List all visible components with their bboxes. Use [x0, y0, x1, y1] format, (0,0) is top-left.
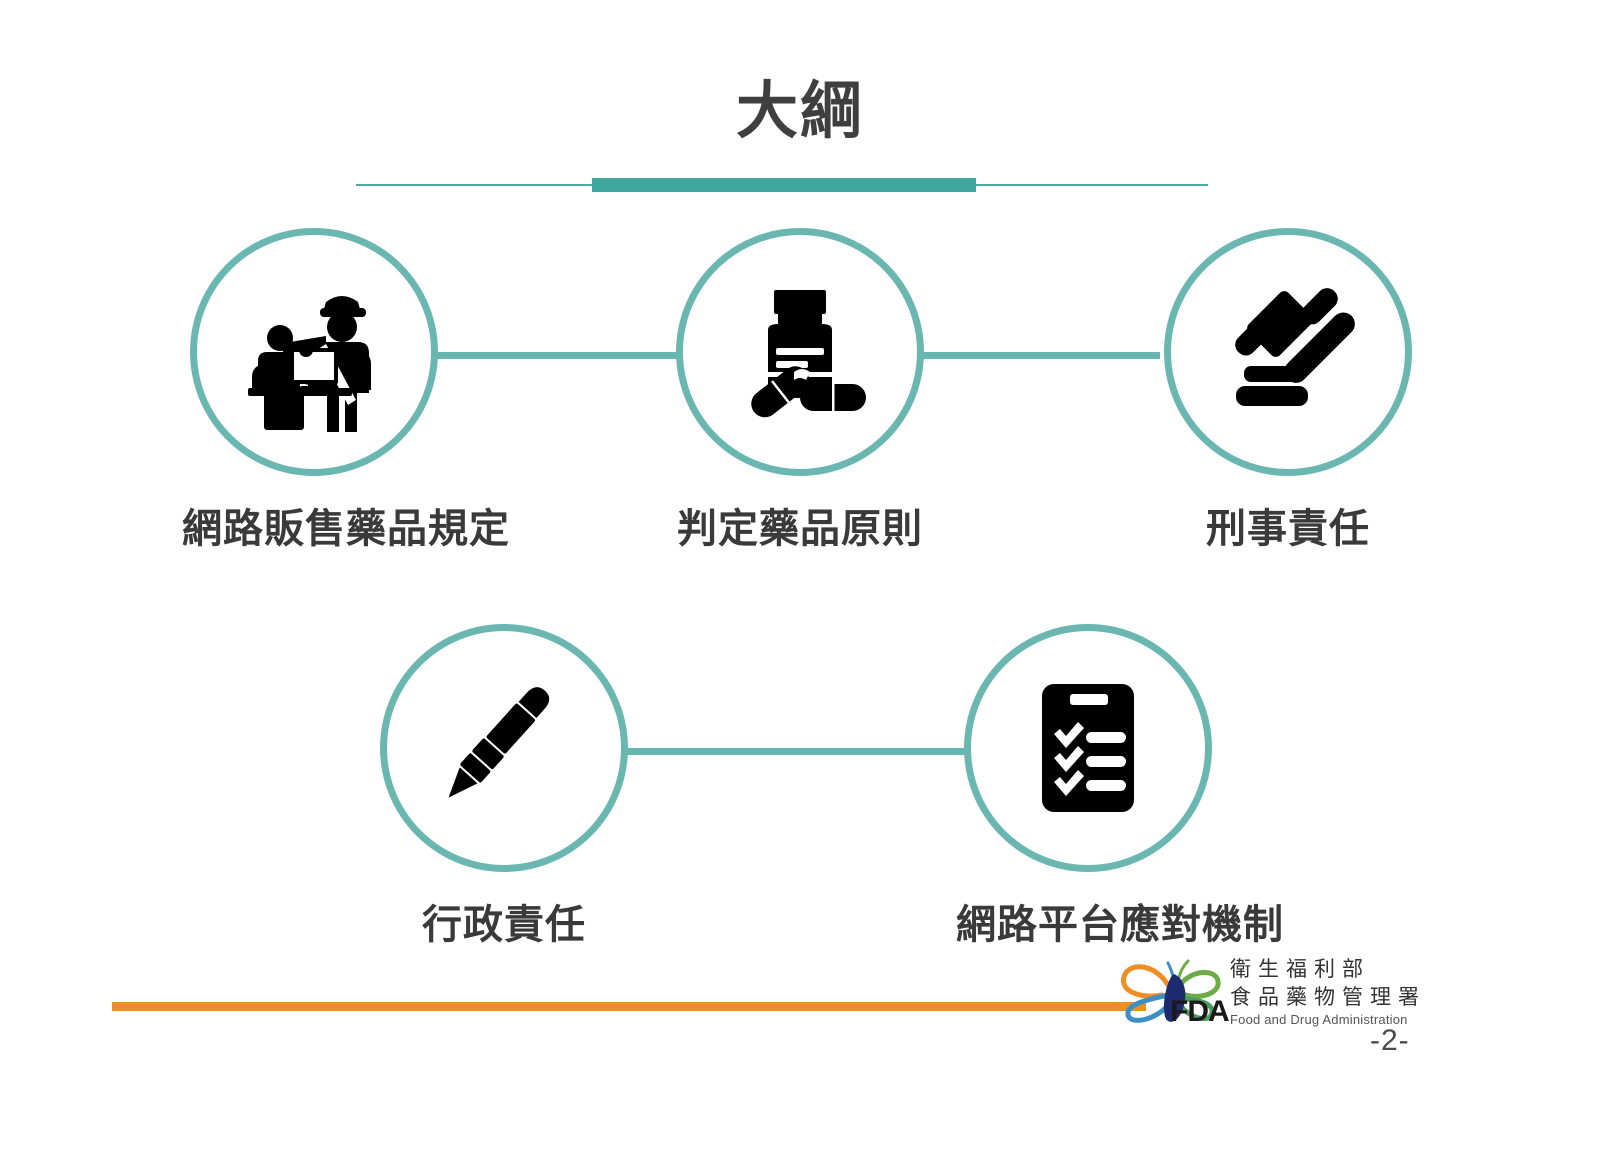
outline-node-4[interactable]: 行政責任 [372, 624, 636, 950]
fda-org-line2: 食品藥物管理署 [1230, 985, 1426, 1009]
page-title: 大綱 [735, 77, 864, 146]
fda-logo: FDA 衛生福利部 食品藥物管理署 Food and Drug Administ… [1118, 955, 1428, 1035]
medicine-bottle-pills-icon [751, 290, 866, 418]
gavel-icon [1235, 288, 1355, 406]
fda-org-english: Food and Drug Administration [1230, 1012, 1408, 1028]
node-5-label: 網路平台應對機制 [956, 903, 1284, 947]
node-4-circle [380, 624, 628, 872]
connector-node4-node5 [620, 748, 970, 755]
connector-node2-node3 [900, 352, 1160, 359]
node-3-label: 刑事責任 [1206, 507, 1370, 551]
node-4-label: 行政責任 [422, 903, 586, 947]
fda-abbreviation: FDA [1170, 995, 1230, 1028]
title-divider [356, 178, 1208, 192]
node-1-circle [190, 228, 438, 476]
connector-node1-node2 [420, 352, 680, 359]
node-1-label: 網路販售藥品規定 [182, 507, 510, 551]
fda-org-line1: 衛生福利部 [1230, 958, 1370, 981]
node-5-circle [964, 624, 1212, 872]
fda-butterfly-taiwan-logo [1121, 959, 1221, 1023]
checklist-clipboard-icon [1042, 684, 1134, 812]
outline-node-5[interactable]: 網路平台應對機制 [956, 624, 1284, 950]
footer-orange-bar [112, 1002, 1146, 1011]
outline-node-2[interactable]: 判定藥品原則 [668, 228, 932, 554]
inspector-at-computer-icon [248, 286, 371, 432]
node-2-circle [676, 228, 924, 476]
node-3-circle [1164, 228, 1412, 476]
page-number: -2- [1370, 1024, 1410, 1057]
outline-node-1[interactable]: 網路販售藥品規定 [182, 228, 510, 554]
fda-org-text: 衛生福利部 食品藥物管理署 Food and Drug Administrati… [1230, 956, 1426, 1027]
divider-thick-bar [592, 178, 976, 192]
outline-node-3[interactable]: 刑事責任 [1156, 228, 1420, 554]
node-2-label: 判定藥品原則 [677, 507, 923, 551]
fountain-pen-icon [448, 687, 550, 798]
